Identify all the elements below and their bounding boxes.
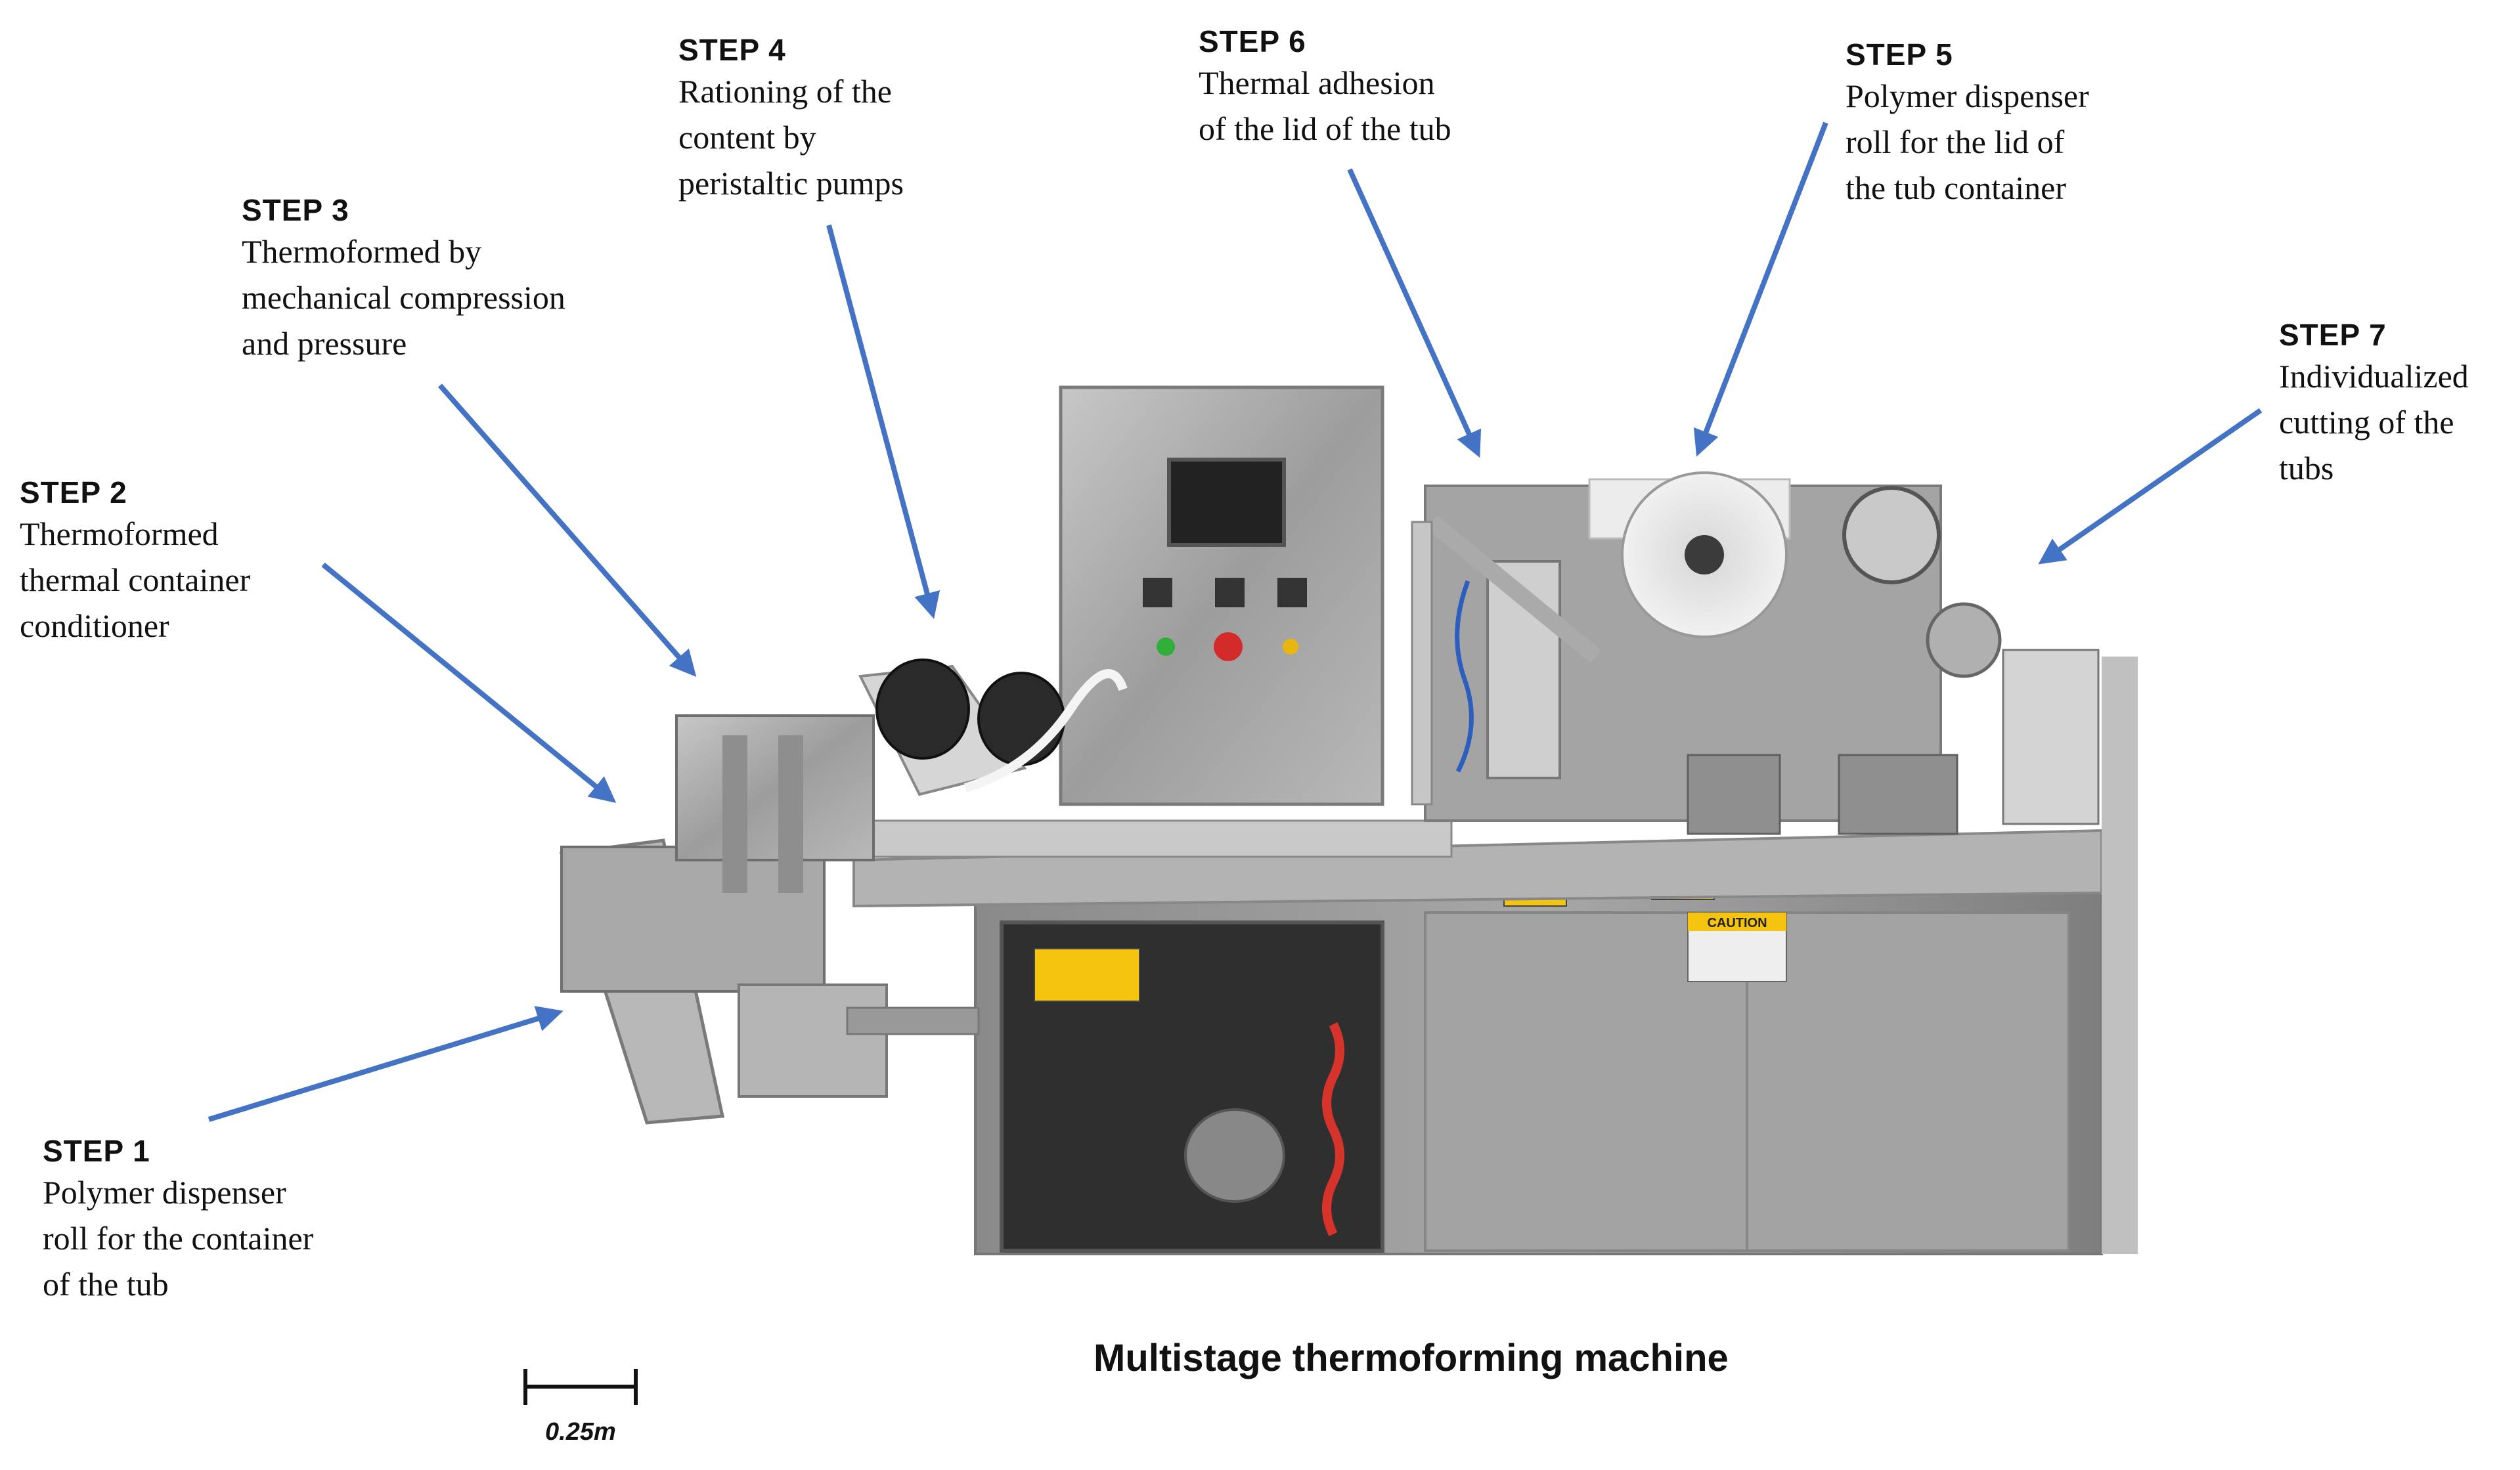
step-4-line-3: peristaltic pumps xyxy=(678,165,904,202)
scrap-roll xyxy=(1842,486,1941,584)
sealing-arm xyxy=(1426,515,1602,664)
step-5-line-3: the tub container xyxy=(1846,169,2066,206)
step-3-line-2: mechanical compression xyxy=(242,279,565,316)
arrow-step-5 xyxy=(1693,121,1828,457)
step-4-label: STEP 4 Rationing of the content by peris… xyxy=(678,32,904,206)
red-button xyxy=(1214,632,1243,661)
pump-wheel-2 xyxy=(977,672,1065,766)
step-6-line-2: of the lid of the tub xyxy=(1199,110,1451,147)
cutting-station-2 xyxy=(1838,754,1958,835)
step-7-label: STEP 7 Individualized cutting of the tub… xyxy=(2279,316,2469,491)
panel-display-1 xyxy=(1143,578,1172,607)
caution-band xyxy=(1688,913,1786,931)
upright-post xyxy=(1411,521,1433,806)
forming-column-1 xyxy=(722,735,747,893)
arrow-step-7 xyxy=(2038,408,2263,565)
arrow-step-4 xyxy=(826,224,940,619)
step-2-line-1: Thermoformed xyxy=(20,515,219,552)
cutter-wheel xyxy=(1926,602,2002,678)
scale-bar-label: 0.25m xyxy=(545,1418,616,1446)
step-5-line-1: Polymer dispenser xyxy=(1846,77,2089,114)
warning-sticker-1 xyxy=(1034,948,1140,1002)
step-7-line-2: cutting of the xyxy=(2279,404,2454,441)
pump-wheel-1 xyxy=(875,659,970,760)
tray-track xyxy=(859,819,1453,858)
panel-display-3 xyxy=(1277,578,1307,607)
panel-display-2 xyxy=(1215,578,1245,607)
figure-caption: Multistage thermoforming machine xyxy=(1094,1337,1729,1379)
step-3-line-1: Thermoformed by xyxy=(242,233,482,270)
step-2-line-3: conditioner xyxy=(20,607,169,644)
red-hose xyxy=(1322,1022,1344,1237)
step-2-line-2: thermal container xyxy=(20,561,251,598)
step-6-line-1: Thermal adhesion xyxy=(1199,64,1435,101)
touch-screen xyxy=(1167,458,1286,547)
step-4-line-2: content by xyxy=(678,119,816,156)
inner-roll xyxy=(1184,1108,1285,1203)
lid-foil-roll-hub xyxy=(1685,535,1724,574)
step-5-line-2: roll for the lid of xyxy=(1846,123,2065,160)
step-4-title: STEP 4 xyxy=(678,33,786,67)
yellow-button xyxy=(1283,639,1298,655)
step-3-label: STEP 3 Thermoformed by mechanical compre… xyxy=(242,192,565,366)
step-6-title: STEP 6 xyxy=(1199,24,1306,58)
arrow-step-6 xyxy=(1347,168,1482,458)
step-1-line-3: of the tub xyxy=(43,1266,169,1303)
step-7-line-1: Individualized xyxy=(2279,358,2469,395)
blister-web-output xyxy=(2002,649,2100,825)
step-1-title: STEP 1 xyxy=(43,1134,150,1168)
forming-column-2 xyxy=(778,735,803,893)
arrow-step-2 xyxy=(321,562,617,804)
right-wall-background xyxy=(2102,657,2138,1254)
conditioner-block xyxy=(675,714,875,861)
step-1-label: STEP 1 Polymer dispenser roll for the co… xyxy=(43,1133,313,1307)
step-1-line-2: roll for the container xyxy=(43,1220,314,1257)
arrow-step-3 xyxy=(437,383,697,678)
step-1-line-1: Polymer dispenser xyxy=(43,1174,286,1211)
pump-tubing xyxy=(963,669,1128,792)
step-2-title: STEP 2 xyxy=(20,475,127,509)
tie-rod xyxy=(846,1006,980,1035)
blue-air-line xyxy=(1455,580,1474,773)
step-5-title: STEP 5 xyxy=(1846,37,1953,72)
step-5-label: STEP 5 Polymer dispenser roll for the li… xyxy=(1846,36,2089,211)
step-6-label: STEP 6 Thermal adhesion of the lid of th… xyxy=(1199,23,1451,152)
step-7-line-3: tubs xyxy=(2279,450,2334,486)
green-button xyxy=(1157,638,1175,656)
step-4-line-1: Rationing of the xyxy=(678,73,892,110)
cutting-station-1 xyxy=(1687,754,1781,835)
step-3-line-3: and pressure xyxy=(242,325,407,362)
forming-press xyxy=(738,984,888,1098)
caution-sticker-text: CAUTION xyxy=(1707,916,1767,930)
step-3-title: STEP 3 xyxy=(242,193,349,227)
arrow-step-1 xyxy=(208,1006,564,1122)
step-2-label: STEP 2 Thermoformed thermal container co… xyxy=(20,474,250,649)
step-7-title: STEP 7 xyxy=(2279,318,2387,352)
